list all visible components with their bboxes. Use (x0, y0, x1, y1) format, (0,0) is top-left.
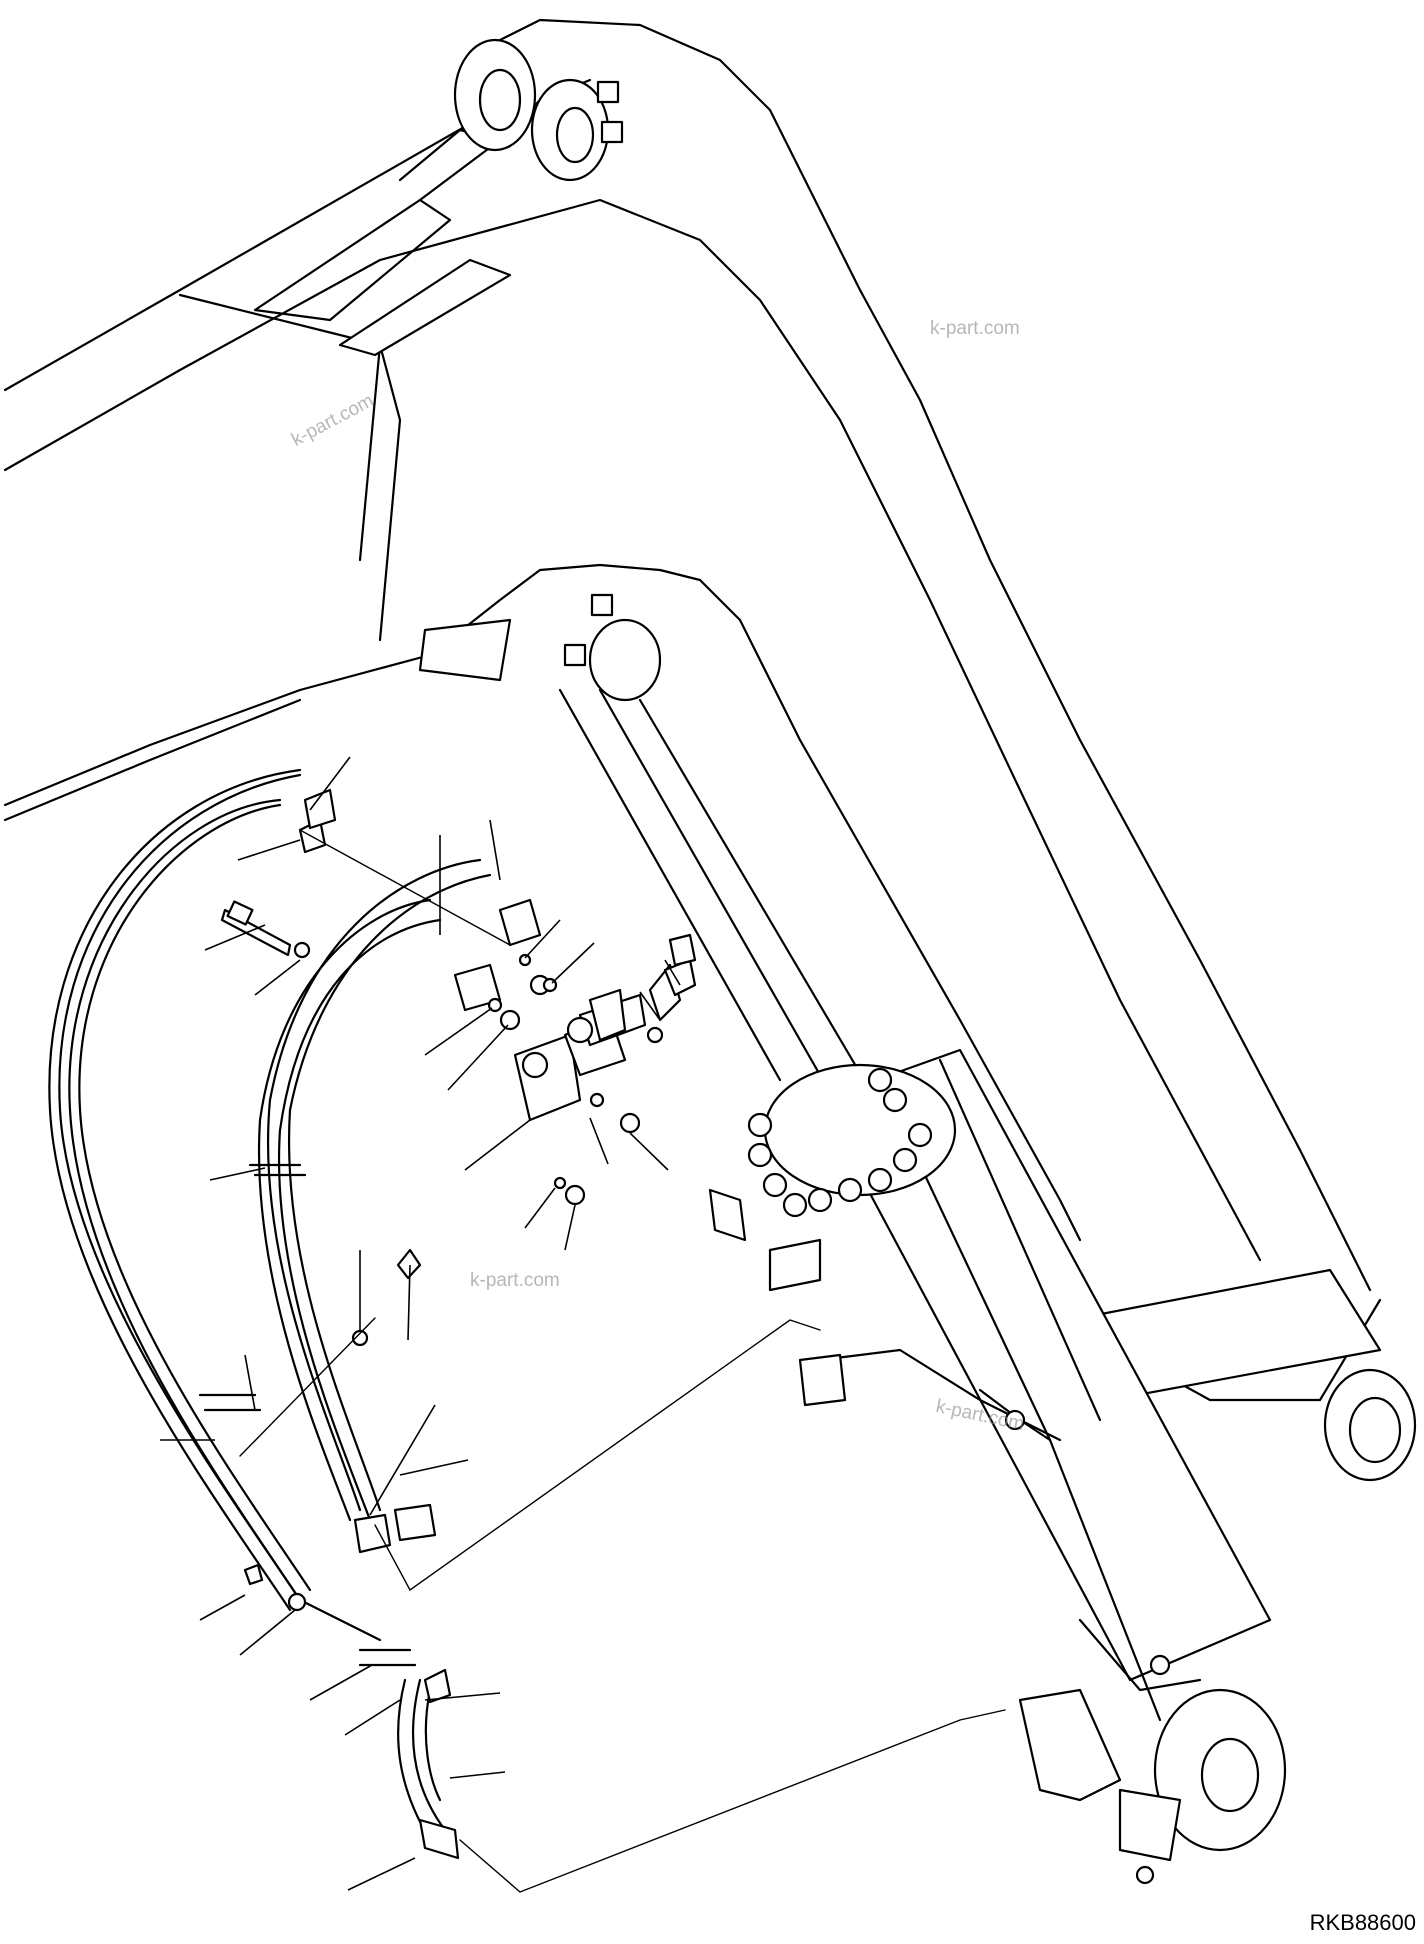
drawing-code: RKB88600 (1309, 1910, 1416, 1935)
watermark-1: k-part.com (930, 318, 1020, 339)
valve-block (513, 933, 697, 1122)
hose-left (48, 768, 460, 1860)
bottom-pin-boss (1068, 1268, 1417, 1482)
middle-pin-boss (418, 593, 662, 702)
top-pin-boss (453, 38, 624, 182)
hydraulic-cylinder (558, 688, 1287, 1885)
hose-right (248, 858, 542, 1554)
watermark-3: k-part.com (470, 1270, 560, 1291)
leader-lines (160, 756, 1006, 1893)
arm-body (3, 18, 1382, 1402)
